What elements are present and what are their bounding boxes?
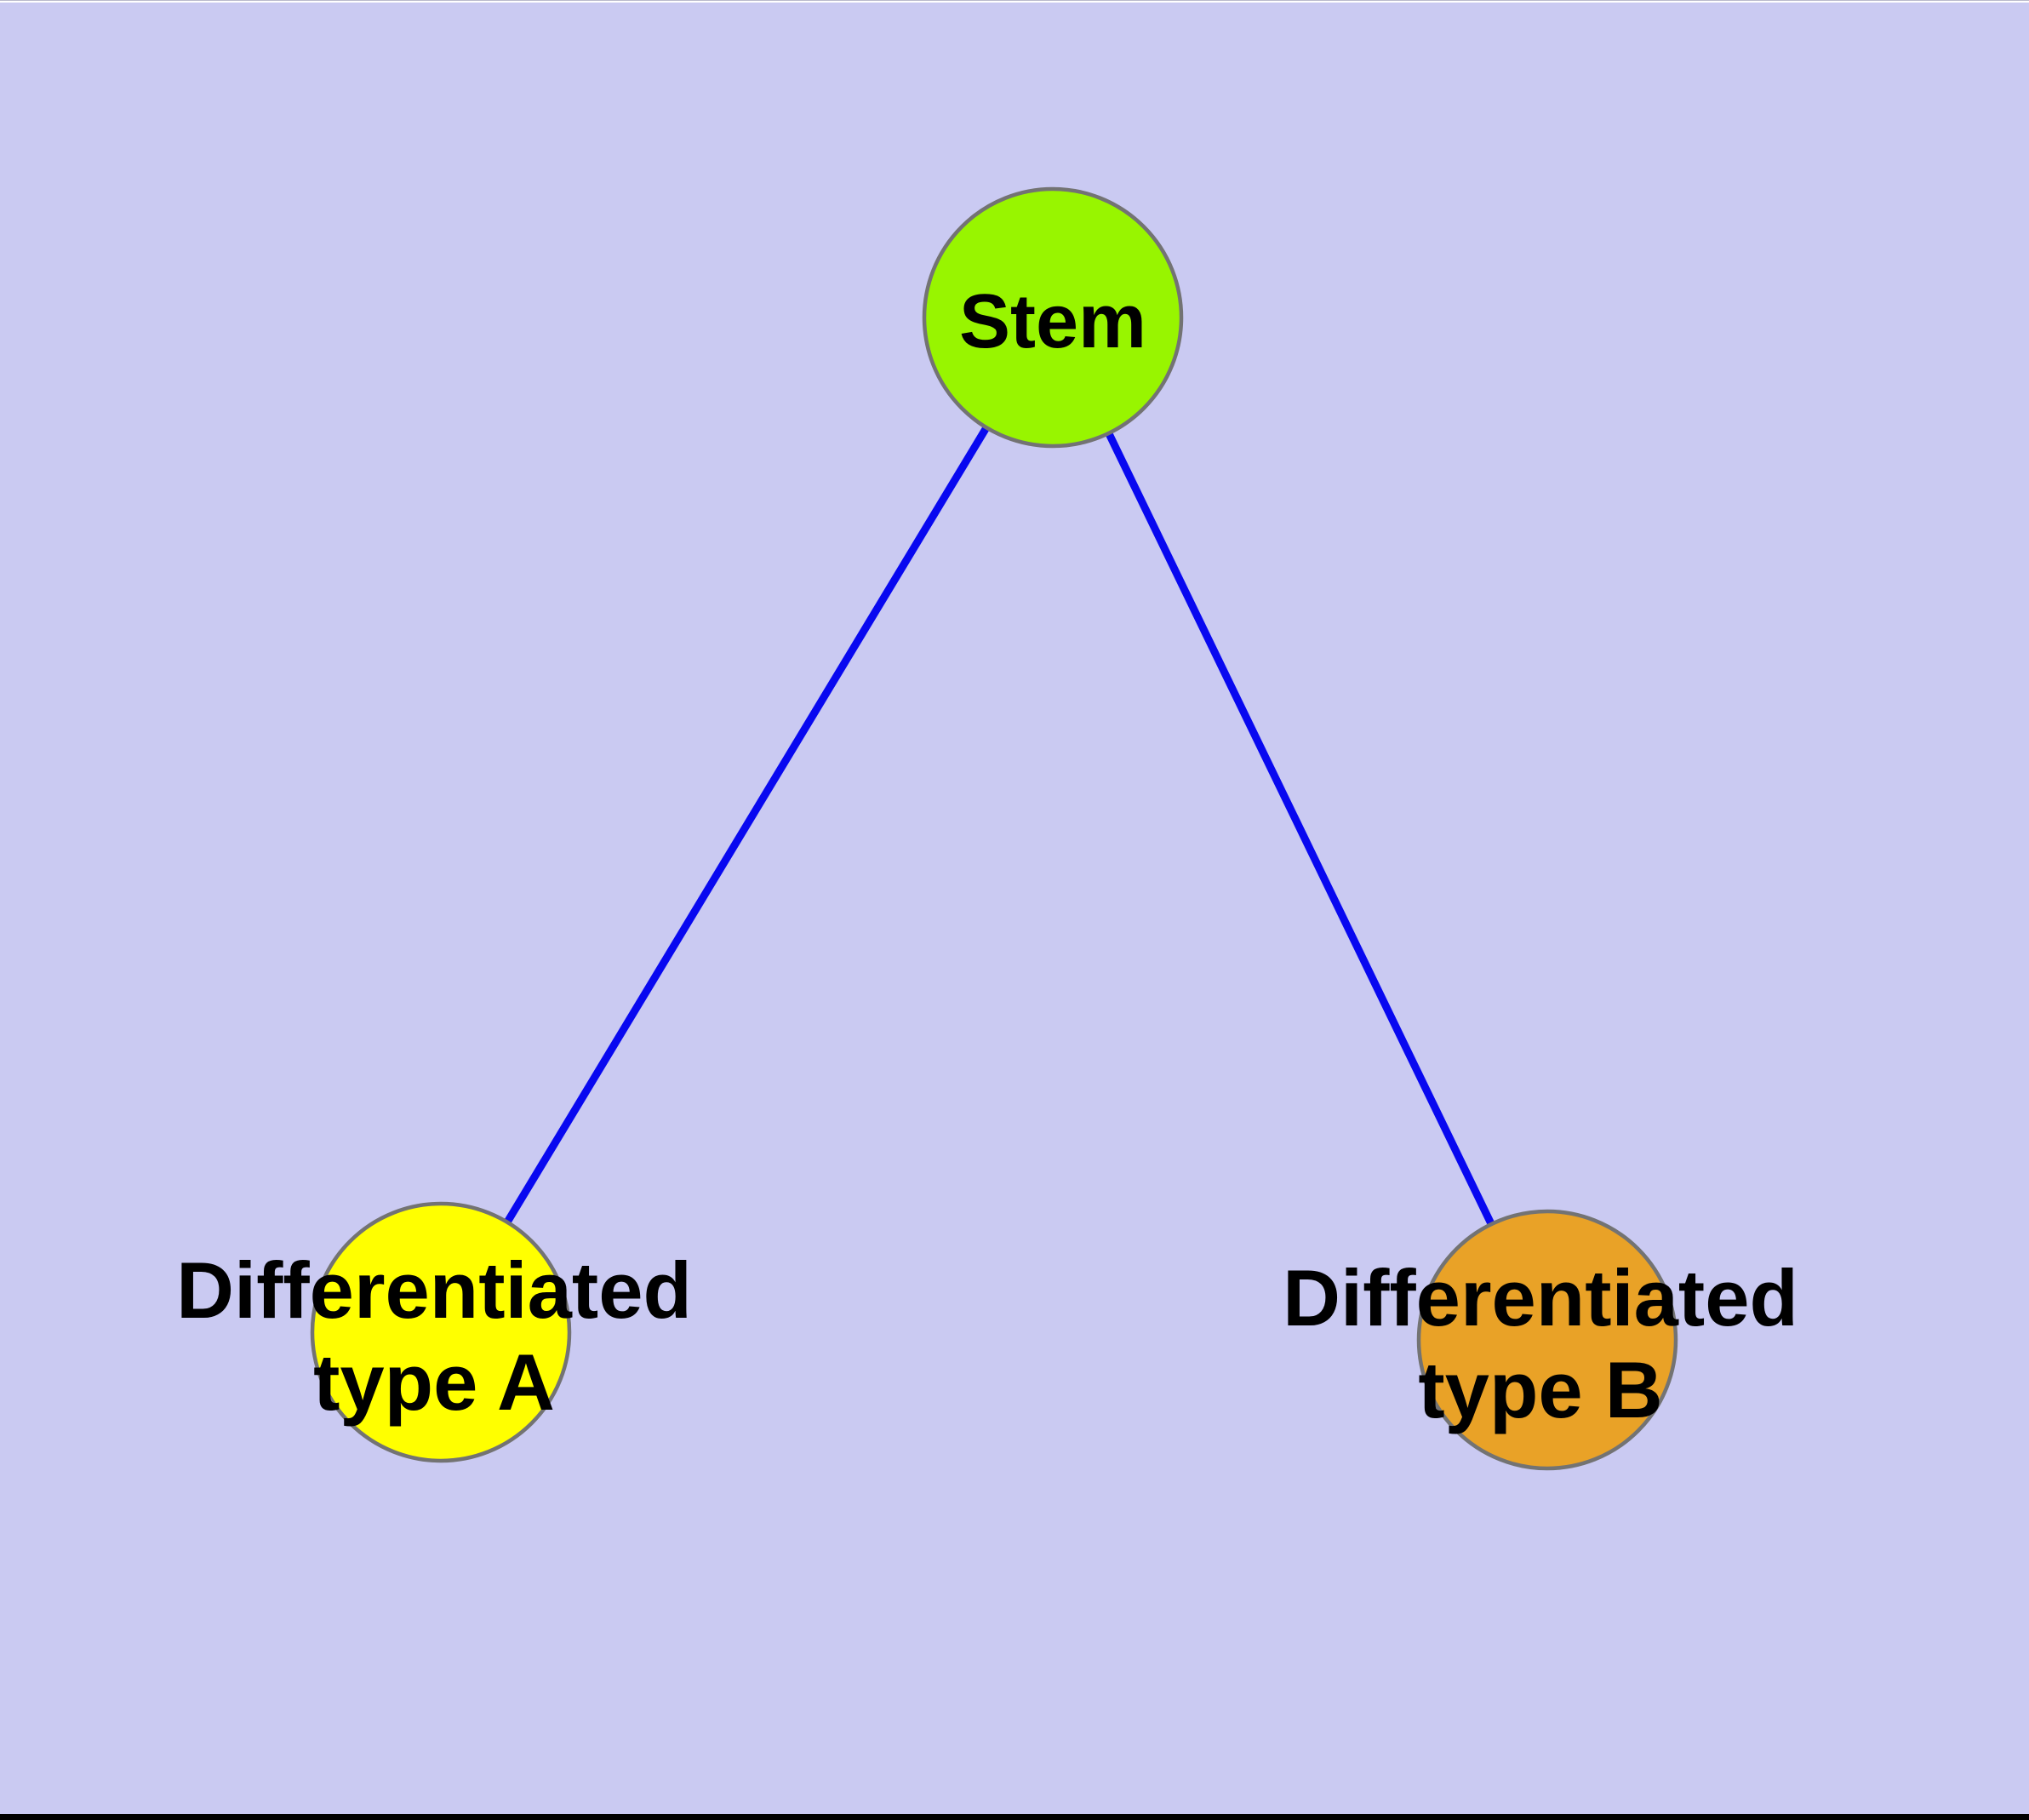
node-stem-label: Stem [959,279,1146,364]
node-type-b-label-line2: type B [1418,1345,1662,1434]
node-stem-circle [922,186,1184,449]
top-edge-strip [0,0,2029,3]
node-type-b-circle [1416,1209,1678,1471]
node-type-b-label-line1: Differentiated [1283,1253,1798,1342]
node-type-a-label-line2: type A [313,1337,555,1427]
top-edge-hairline [0,0,2029,1]
node-type-a-label-line1: Differentiated [176,1245,692,1335]
edge-stem-to-type-b [1049,316,1552,1342]
bottom-edge-bar [0,1814,2029,1820]
edge-stem-to-type-a [437,315,1056,1335]
node-type-a-circle [310,1201,572,1463]
